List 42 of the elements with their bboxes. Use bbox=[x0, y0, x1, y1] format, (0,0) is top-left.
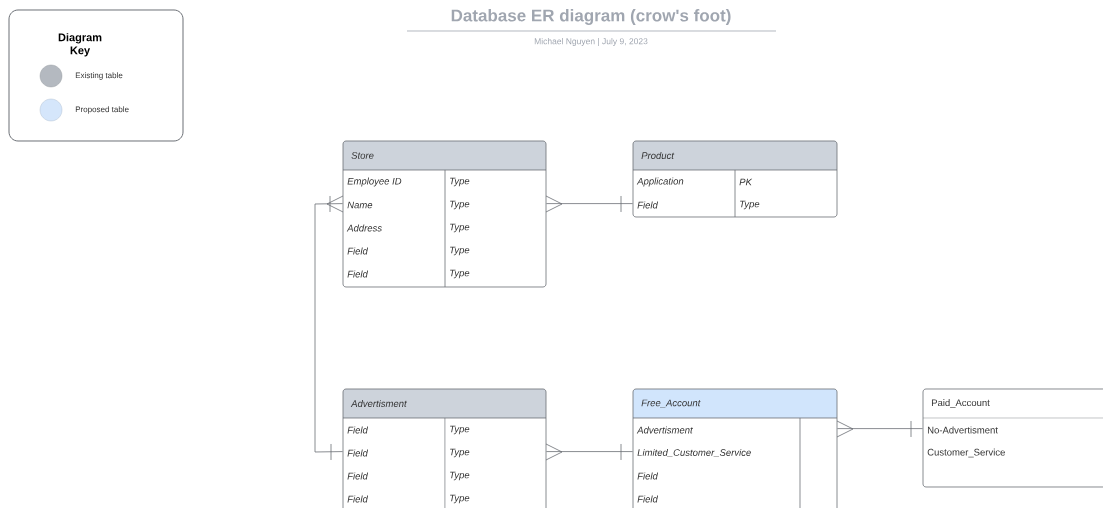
field-cell: Type bbox=[450, 177, 470, 187]
field-cell: Limited_Customer_Service bbox=[637, 448, 751, 457]
relationship-line bbox=[836, 420, 923, 438]
field-cell: Type bbox=[450, 494, 470, 504]
field-cell: Customer_Service bbox=[927, 448, 1005, 458]
field-cell: Type bbox=[450, 471, 470, 481]
field-cell: Name bbox=[347, 201, 373, 209]
field-cell: Type bbox=[450, 200, 470, 210]
relationship-line bbox=[314, 195, 344, 461]
field-cell: Type bbox=[450, 425, 470, 435]
field-cell: Type bbox=[450, 223, 470, 233]
field-cell: Address bbox=[346, 224, 382, 232]
field-cell: Employee ID bbox=[347, 177, 402, 187]
table-title: Advertisment bbox=[350, 400, 407, 407]
field-cell: Type bbox=[740, 200, 760, 210]
legend-label: Proposed table bbox=[75, 106, 129, 114]
field-cell: Field bbox=[347, 270, 369, 278]
field-cell: Advertisment bbox=[636, 426, 693, 434]
field-cell: Application bbox=[636, 177, 684, 187]
field-cell: Field bbox=[347, 449, 369, 457]
field-cell: Type bbox=[450, 448, 470, 458]
field-cell: PK bbox=[739, 178, 753, 186]
table-title: Free_Account bbox=[641, 399, 701, 408]
field-cell: Field bbox=[347, 426, 369, 434]
title: Database ER diagram (crow's foot) bbox=[451, 9, 731, 25]
field-cell: Field bbox=[637, 201, 659, 209]
table-title: Product bbox=[641, 152, 675, 159]
field-cell: No-Advertisment bbox=[928, 426, 998, 434]
subtitle: Michael Nguyen | July 9, 2023 bbox=[534, 38, 648, 46]
legend-label: Existing table bbox=[75, 72, 123, 80]
field-cell: Field bbox=[637, 472, 659, 480]
table-title: Paid_Account bbox=[932, 399, 990, 408]
field-cell: Type bbox=[450, 269, 470, 279]
field-cell: Field bbox=[347, 495, 369, 503]
relationship-line bbox=[545, 195, 633, 213]
field-cell: Field bbox=[347, 247, 369, 255]
relationship-line bbox=[545, 443, 633, 461]
field-cell: Field bbox=[347, 472, 369, 480]
field-cell: Field bbox=[637, 495, 659, 503]
table-title: Store bbox=[351, 152, 374, 159]
legend-heading: Diagram Key bbox=[58, 33, 102, 57]
field-cell: Type bbox=[450, 246, 470, 256]
